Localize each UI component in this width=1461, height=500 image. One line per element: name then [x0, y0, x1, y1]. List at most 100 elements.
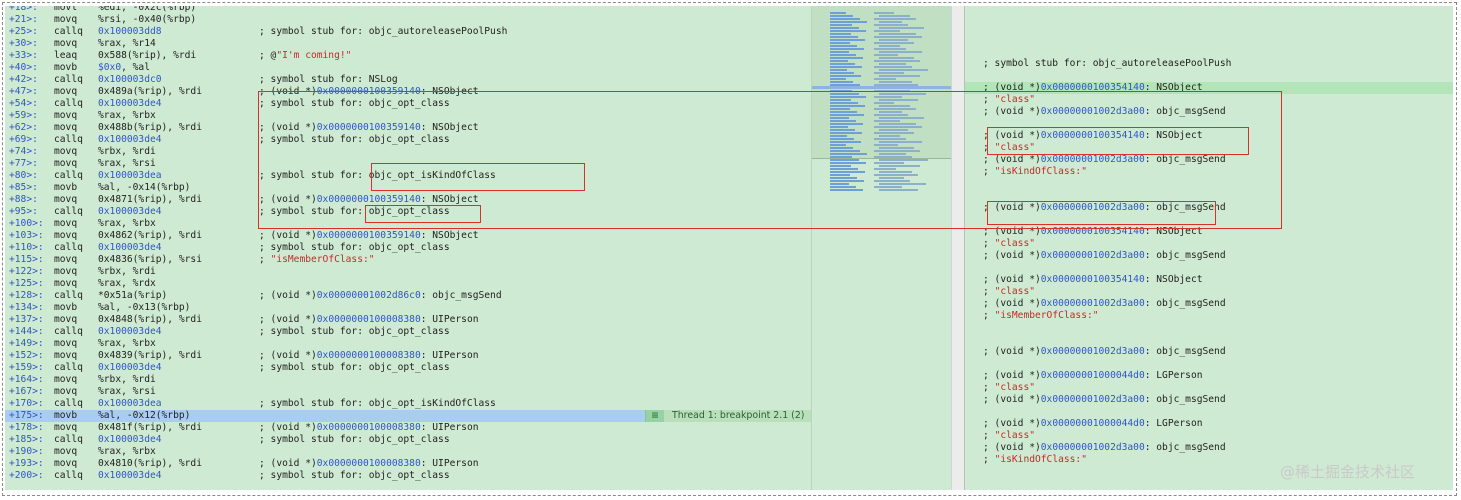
- comment-line[interactable]: ; (void *)0x00000001000044d0: LGPerson: [965, 370, 1203, 382]
- minimap-row: [874, 30, 900, 32]
- minimap-row: [874, 90, 910, 92]
- comment-line[interactable]: ; (void *)0x00000001002d3a00: objc_msgSe…: [965, 298, 1226, 310]
- minimap-row: [874, 66, 912, 68]
- minimap-row: [830, 144, 846, 146]
- minimap-row: [874, 108, 916, 110]
- minimap-row: [830, 111, 857, 113]
- comment-line[interactable]: ; "isKindOfClass:": [965, 454, 1087, 466]
- code-token: ; (void *): [983, 274, 1041, 285]
- comment-line[interactable]: ; "class": [965, 142, 1035, 154]
- comment-line[interactable]: ; "class": [965, 94, 1035, 106]
- code-token: ; (void *): [983, 82, 1041, 93]
- minimap-row: [879, 147, 914, 149]
- code-token: : objc_msgSend: [1144, 154, 1226, 165]
- disassembly-right-pane[interactable]: ; symbol stub for: objc_autoreleasePoolP…: [965, 6, 1453, 490]
- instruction-mnemonic: movq: [54, 110, 78, 121]
- instruction-mnemonic: movq: [54, 146, 78, 157]
- instruction-mnemonic: movq: [54, 422, 78, 433]
- instruction-operands: %rax, %rbx: [98, 446, 156, 458]
- comment-line[interactable]: ; (void *)0x00000001002d3a00: objc_msgSe…: [965, 154, 1226, 166]
- instruction-mnemonic: movb: [54, 62, 78, 73]
- minimap-row: [879, 51, 922, 53]
- minimap-row: [879, 93, 926, 95]
- instruction-offset: +42>:: [9, 74, 38, 85]
- comment-line[interactable]: ; "isMemberOfClass:": [965, 310, 1099, 322]
- code-token: ;: [983, 382, 995, 393]
- minimap-row: [879, 63, 906, 65]
- code-token: %rax, %rsi: [98, 158, 156, 169]
- minimap-row: [879, 27, 924, 29]
- minimap-row: [830, 45, 857, 47]
- instruction-offset: +100>:: [9, 218, 44, 229]
- minimap-row: [879, 69, 928, 71]
- minimap-row: [830, 30, 866, 32]
- comment-line[interactable]: ; (void *)0x0000000100354140: NSObject: [965, 274, 1203, 286]
- minimap-row: [830, 123, 863, 125]
- instruction-comment: ; (void *)0x0000000100359140: NSObject: [259, 230, 479, 242]
- instruction-comment: ; (void *)0x0000000100008380: UIPerson: [259, 422, 479, 434]
- code-token: : UIPerson: [420, 350, 479, 361]
- comment-line[interactable]: ; symbol stub for: objc_autoreleasePoolP…: [965, 58, 1231, 70]
- code-token: %rax, %rsi: [98, 386, 156, 397]
- instruction-operands: %rsi, -0x40(%rbp): [98, 14, 196, 26]
- minimap-row: [879, 177, 904, 179]
- instruction-offset: +134>:: [9, 302, 44, 313]
- instruction-mnemonic: callq: [54, 170, 83, 181]
- code-token: "isMemberOfClass:": [270, 254, 375, 265]
- instruction-comment: ; "isMemberOfClass:": [259, 254, 375, 266]
- comment-line[interactable]: ; (void *)0x00000001002d3a00: objc_msgSe…: [965, 346, 1226, 358]
- code-token: : LGPerson: [1144, 370, 1203, 381]
- pane-divider[interactable]: [951, 6, 965, 490]
- code-token: : NSObject: [1144, 274, 1203, 285]
- comment-line[interactable]: ; (void *)0x0000000100354140: NSObject: [965, 130, 1203, 142]
- comment-line[interactable]: ; "class": [965, 430, 1035, 442]
- watermark: @稀土掘金技术社区: [1280, 463, 1416, 481]
- code-token: ;: [983, 454, 995, 465]
- instruction-mnemonic: movq: [54, 446, 78, 457]
- comment-line[interactable]: ; (void *)0x0000000100354140: NSObject: [965, 82, 1453, 94]
- code-token: %rbx, %rdi: [98, 266, 156, 277]
- instruction-operands: 0x100003dd8: [98, 26, 162, 38]
- comment-line[interactable]: ; "isKindOfClass:": [965, 166, 1087, 178]
- comment-line[interactable]: ; (void *)0x0000000100354140: NSObject: [965, 226, 1203, 238]
- minimap-row: [874, 126, 922, 128]
- comment-line[interactable]: ; "class": [965, 286, 1035, 298]
- minimap-row: [874, 42, 914, 44]
- instruction-operands: %rax, %rsi: [98, 158, 156, 170]
- code-token: %rax, %rdx: [98, 278, 156, 289]
- comment-line[interactable]: ; "class": [965, 238, 1035, 250]
- comment-line[interactable]: ; (void *)0x00000001002d3a00: objc_msgSe…: [965, 106, 1226, 118]
- code-token: ; symbol stub for: objc_autoreleasePoolP…: [259, 26, 508, 37]
- code-token: ; (void *): [983, 418, 1041, 429]
- instruction-operands: 0x4848(%rip), %rdi: [98, 314, 202, 326]
- code-token: 0x00000001002d3a00: [1040, 394, 1145, 405]
- instruction-comment: ; symbol stub for: objc_opt_class: [259, 134, 450, 146]
- comment-line[interactable]: ; "class": [965, 382, 1035, 394]
- instruction-mnemonic: callq: [54, 290, 83, 301]
- code-token: 0x0000000100359140: [316, 194, 421, 205]
- minimap-row: [879, 111, 902, 113]
- code-token: %rbx, %rdi: [98, 374, 156, 385]
- code-token: %rax, %rbx: [98, 446, 156, 457]
- instruction-mnemonic: callq: [54, 362, 83, 373]
- comment-line[interactable]: ; (void *)0x00000001002d3a00: objc_msgSe…: [965, 250, 1226, 262]
- minimap[interactable]: [811, 6, 952, 490]
- current-instruction-line[interactable]: +175>:movb%al, -0x12(%rbp)≡Thread 1: bre…: [5, 410, 811, 422]
- comment-line[interactable]: ; (void *)0x00000001002d3a00: objc_msgSe…: [965, 202, 1226, 214]
- disassembly-left-pane[interactable]: +18>:movl%edi, -0x2c(%rbp)+21>:movq%rsi,…: [5, 6, 811, 490]
- comment-line[interactable]: ; (void *)0x00000001002d3a00: objc_msgSe…: [965, 394, 1226, 406]
- instruction-mnemonic: callq: [54, 134, 83, 145]
- minimap-row: [879, 123, 916, 125]
- code-token: ; symbol stub for: objc_autoreleasePoolP…: [983, 58, 1232, 69]
- minimap-row: [879, 39, 908, 41]
- instruction-mnemonic: movq: [54, 158, 78, 169]
- instruction-mnemonic: movq: [54, 86, 78, 97]
- code-token: ;: [983, 142, 995, 153]
- code-token: 0x100003dd8: [98, 26, 162, 37]
- comment-line[interactable]: ; (void *)0x00000001000044d0: LGPerson: [965, 418, 1203, 430]
- minimap-row: [874, 174, 918, 176]
- comment-line[interactable]: ; (void *)0x00000001002d3a00: objc_msgSe…: [965, 442, 1226, 454]
- breakpoint-badge[interactable]: ≡Thread 1: breakpoint 2.1 (2): [645, 410, 811, 422]
- minimap-row: [874, 60, 920, 62]
- code-token: 0x0000000100008380: [316, 458, 421, 469]
